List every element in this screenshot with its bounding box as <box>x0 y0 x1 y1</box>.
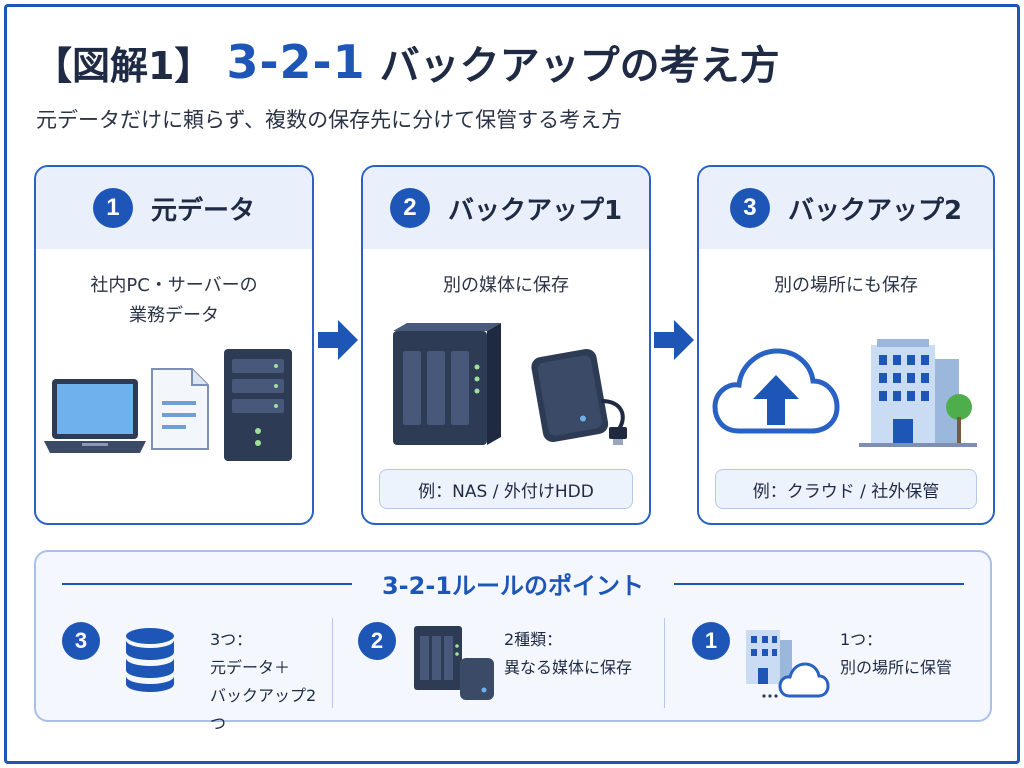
card-description: 別の場所にも保存 <box>774 275 918 296</box>
point-text: 2種類： 異なる媒体に保存 <box>504 630 633 677</box>
card-title: バックアップ2 <box>787 195 963 226</box>
step-badge: 3 <box>729 188 770 228</box>
divider <box>664 618 665 708</box>
points-title: 3-2-1ルールのポイント <box>367 565 659 601</box>
external-hdd-icon <box>531 349 627 445</box>
title-rest: バックアップの考え方 <box>379 43 780 89</box>
card-backup-2: 3 バックアップ2 別の場所にも保存 例：クラウド / 社外保管 <box>697 165 995 525</box>
point-item: 3 3つ： 元データ＋ バックアップ2つ <box>62 622 332 733</box>
diagram-frame <box>4 4 1020 764</box>
point-badge: 2 <box>358 622 396 660</box>
example-box: 例：NAS / 外付けHDD <box>379 469 633 509</box>
cloud-upload-icon <box>712 348 840 434</box>
arrow-right-icon <box>318 320 358 360</box>
point-badge: 1 <box>692 622 730 660</box>
header-rule-right <box>674 583 964 585</box>
card-header: 1 元データ <box>36 167 312 249</box>
point-item: 1 1つ： 別の場所に保管 <box>692 622 982 706</box>
title-bracket: 【図解1】 <box>34 43 213 88</box>
server-icon <box>224 349 292 461</box>
building-cloud-icon <box>746 630 830 698</box>
card-description: 社内PC・サーバーの 業務データ <box>90 275 258 326</box>
laptop-icon <box>44 379 146 453</box>
nas-icon <box>393 323 501 445</box>
subtitle: 元データだけに頼らず、複数の保存先に分けて保管する考え方 <box>36 108 623 132</box>
card-description: 別の媒体に保存 <box>443 275 569 296</box>
card-original-data: 1 元データ 社内PC・サーバーの 業務データ <box>34 165 314 525</box>
example-box: 例：クラウド / 社外保管 <box>715 469 977 509</box>
card-header: 2 バックアップ1 <box>363 167 649 249</box>
card-backup-1: 2 バックアップ1 別の媒体に保存 例：NAS / 外付けHDD <box>361 165 651 525</box>
card-title: バックアップ1 <box>447 195 623 226</box>
point-text: 3つ： 元データ＋ バックアップ2つ <box>210 630 317 733</box>
arrow-right-icon <box>654 320 694 360</box>
divider <box>332 618 333 708</box>
header-rule-left <box>62 583 352 585</box>
storage-devices-icon <box>414 626 494 700</box>
step-badge: 2 <box>389 188 430 228</box>
building-icon <box>859 339 977 447</box>
points-header: 3-2-1ルールのポイント <box>36 565 990 601</box>
rule-points-panel: 3-2-1ルールのポイント 3 3つ： 元データ＋ バックアップ2つ 2 2種類… <box>34 550 992 733</box>
document-icon <box>151 368 209 450</box>
card-title: 元データ <box>150 195 255 226</box>
point-badge: 3 <box>62 622 100 660</box>
page-title: 【図解1】 3-2-1 バックアップの考え方 <box>34 32 780 92</box>
step-badge: 1 <box>92 188 133 228</box>
database-icon <box>126 628 174 692</box>
title-highlight: 3-2-1 <box>226 35 366 89</box>
point-text: 1つ： 別の場所に保管 <box>840 630 953 677</box>
card-header: 3 バックアップ2 <box>699 167 993 249</box>
point-item: 2 2種類： 異なる媒体に保存 <box>358 622 658 706</box>
